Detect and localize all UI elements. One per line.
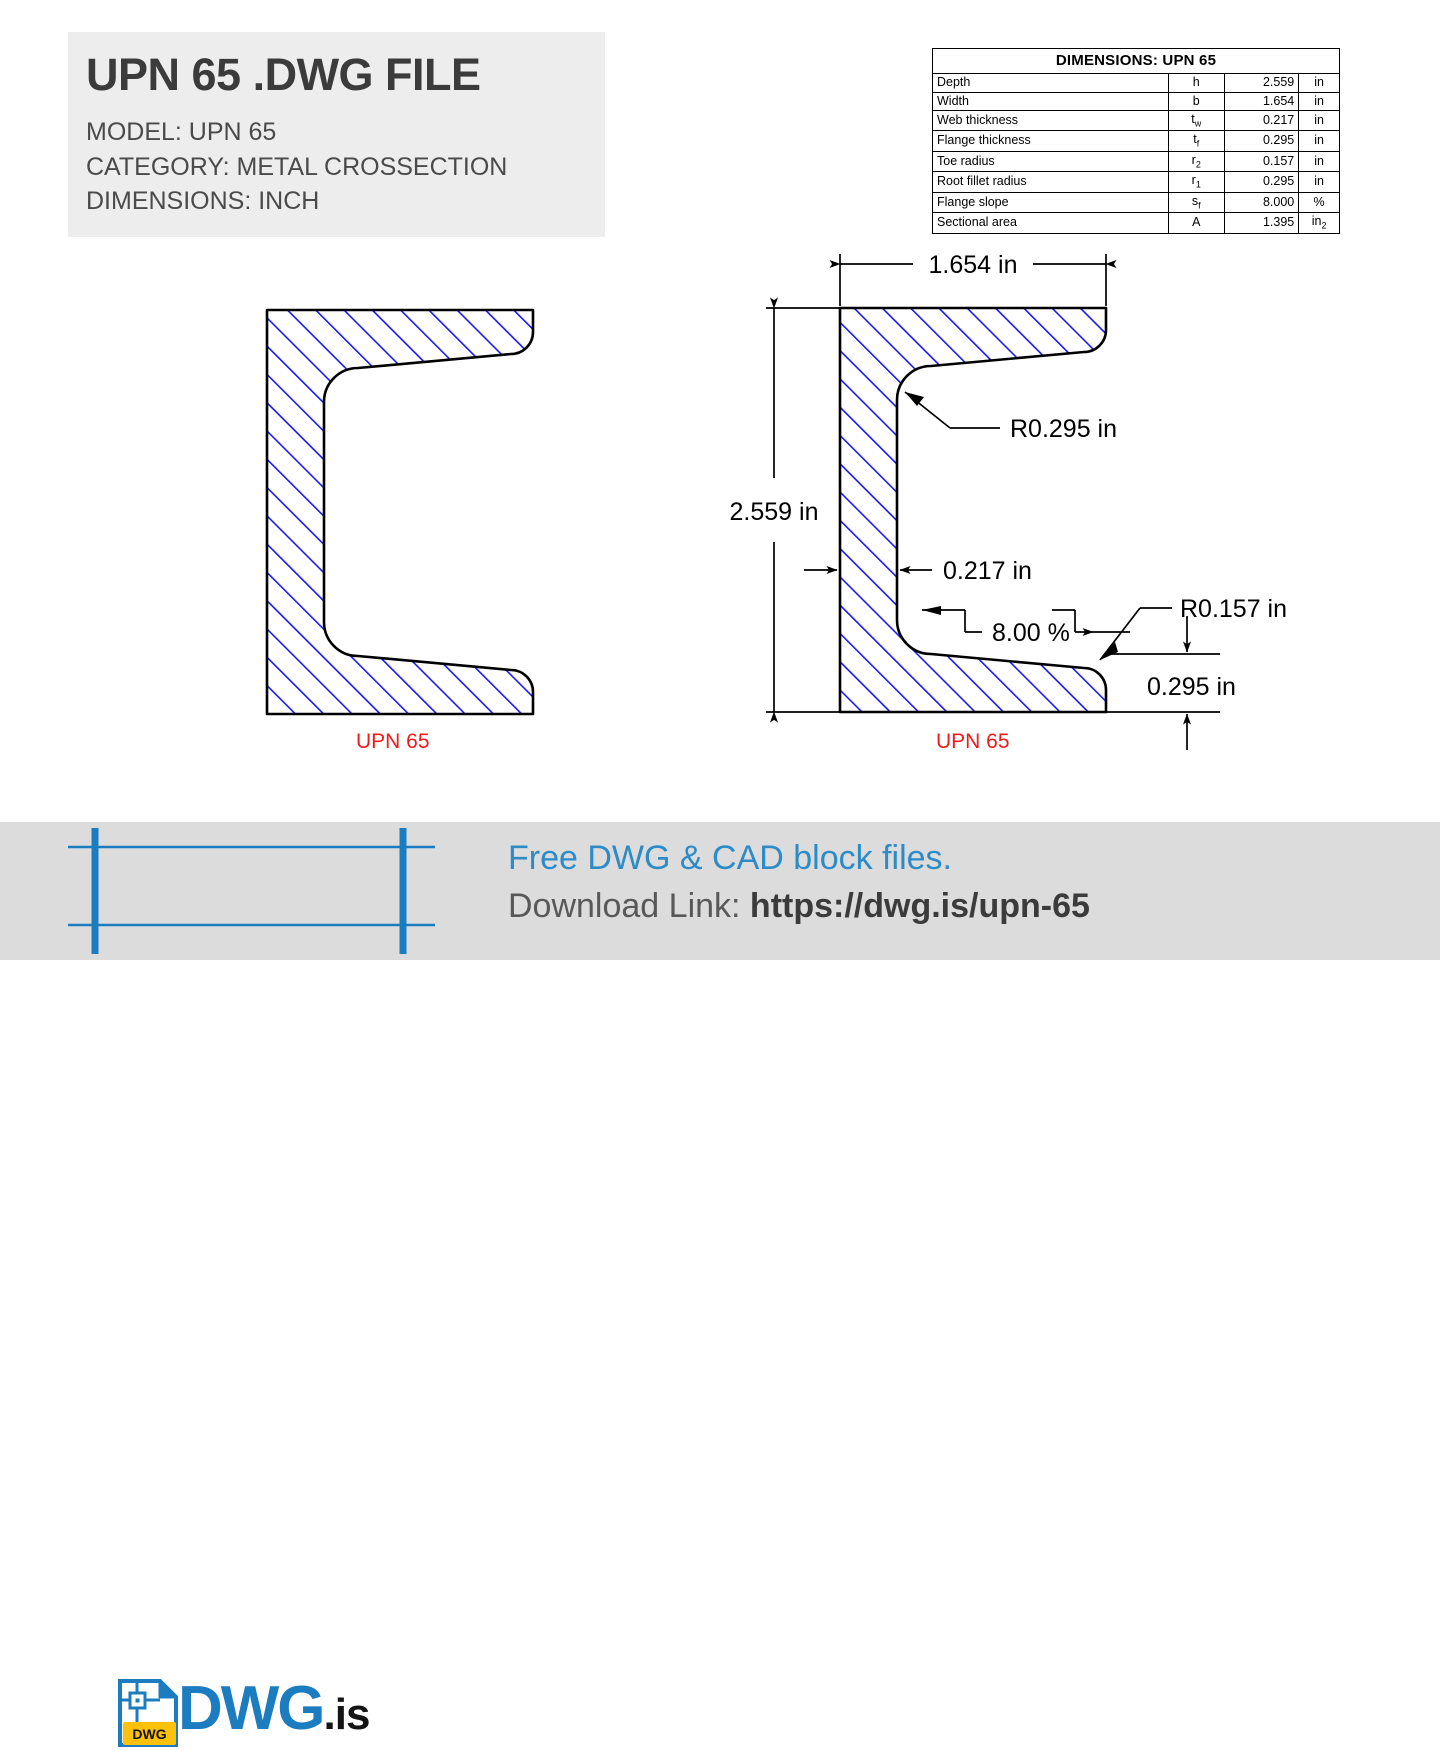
right-dimensioned-drawing: 1.654 in 2.559 in R0.295 in 0.217 in 8.0… (730, 251, 1288, 750)
brand-wordmark-is: .is (323, 1690, 371, 1739)
dimension-texts: 1.654 in 2.559 in R0.295 in 0.217 in 8.0… (730, 251, 1288, 701)
dim-property-symbol: h (1167, 73, 1225, 93)
dim-property-symbol: A (1167, 212, 1225, 234)
dim-property-value: 0.217 (1223, 109, 1300, 132)
title-block: UPN 65 .DWG FILE MODEL: UPN 65 CATEGORY:… (68, 32, 605, 237)
dwg-badge-label: DWG (132, 1726, 166, 1742)
dim-width-text: 1.654 in (929, 251, 1018, 279)
drawing-sheet: UPN 65 .DWG FILE MODEL: UPN 65 CATEGORY:… (0, 32, 1440, 1747)
page-title: UPN 65 .DWG FILE (86, 49, 481, 100)
dim-property-symbol: tw (1167, 109, 1225, 132)
dim-property-name: Depth (932, 73, 1169, 93)
dim-property-unit: in (1298, 73, 1340, 93)
dim-property-unit: in (1298, 150, 1340, 173)
title-category-row: CATEGORY: METAL CROSSECTION (86, 152, 508, 181)
dim-property-name: Width (932, 91, 1169, 111)
file-fold-corner (158, 1679, 178, 1699)
dimension-lines (766, 254, 1220, 750)
dim-property-value: 8.000 (1223, 191, 1300, 214)
dim-flange-thickness-text: 0.295 in (1147, 673, 1236, 701)
dim-property-name: Toe radius (932, 150, 1169, 173)
dim-property-value: 0.157 (1223, 150, 1300, 173)
dim-depth-text: 2.559 in (730, 498, 819, 526)
dim-property-value: 0.295 (1223, 130, 1300, 152)
dim-property-name: Root fillet radius (932, 171, 1169, 193)
title-dimensions-row: DIMENSIONS: INCH (86, 187, 320, 215)
footer-download-line: Download Link: https://dwg.is/upn-65 (508, 887, 1090, 925)
left-profile-hatch (267, 310, 533, 714)
dim-web-thickness-text: 0.217 in (943, 557, 1032, 585)
dim-property-name: Flange slope (932, 191, 1169, 214)
dim-property-name: Flange thickness (932, 130, 1169, 152)
footer-download-prefix: Download Link: (508, 887, 750, 925)
right-drawing-label: UPN 65 (936, 730, 1010, 753)
dim-property-unit: in (1298, 109, 1340, 132)
footer-bar: DWG DWG.is Free DWG & CAD block files. D… (0, 822, 1440, 1747)
dim-property-symbol: b (1167, 91, 1225, 111)
title-model-row: MODEL: UPN 65 (86, 118, 277, 146)
dimensions-table-header: DIMENSIONS: UPN 65 (932, 47, 1340, 75)
dim-property-value: 1.395 (1223, 212, 1300, 234)
cad-snap-dot (135, 1698, 140, 1703)
dim-root-fillet-text: R0.295 in (1010, 415, 1117, 443)
dim-property-symbol: tf (1167, 130, 1225, 152)
dim-property-symbol: sf (1167, 191, 1225, 214)
left-drawing-label: UPN 65 (356, 730, 430, 753)
dim-toe-radius-text: R0.157 in (1180, 595, 1287, 623)
brand-wordmark-dwg: DWG (178, 1674, 326, 1743)
left-profile-drawing (265, 308, 535, 716)
brand-wordmark: DWG.is (178, 1678, 371, 1740)
dim-property-value: 2.559 (1223, 73, 1300, 93)
dim-property-value: 0.295 (1223, 171, 1300, 193)
dim-property-name: Sectional area (932, 212, 1169, 234)
dim-property-unit: in (1298, 91, 1340, 111)
footer-download-url[interactable]: https://dwg.is/upn-65 (749, 887, 1090, 925)
footer-tagline: Free DWG & CAD block files. (508, 839, 952, 877)
logo-crosshair-frame (68, 828, 435, 954)
dim-property-unit: in2 (1298, 212, 1340, 234)
dim-property-unit: in (1298, 130, 1340, 152)
dim-property-symbol: r2 (1167, 150, 1225, 173)
dim-property-unit: in (1298, 171, 1340, 193)
dim-property-unit: % (1298, 191, 1340, 214)
dim-flange-slope-text: 8.00 % (992, 619, 1070, 647)
table-header-row: DIMENSIONS: UPN 65 (932, 47, 1340, 75)
dwg-file-icon: DWG (118, 1679, 178, 1747)
dim-property-symbol: r1 (1167, 171, 1225, 193)
dim-property-value: 1.654 (1223, 91, 1300, 111)
dim-property-name: Web thickness (932, 109, 1169, 132)
